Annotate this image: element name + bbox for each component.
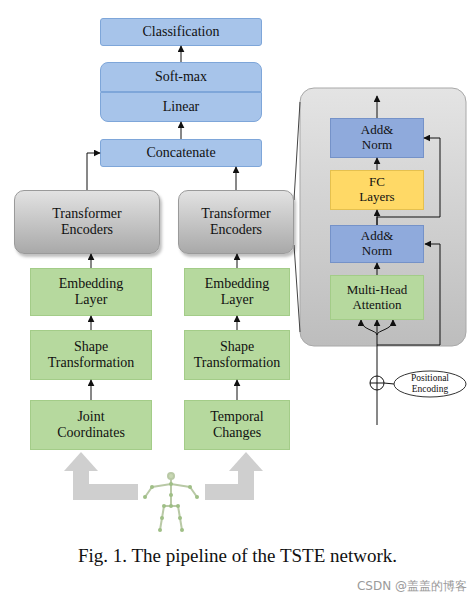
connector-arrow [181, 122, 182, 139]
output-arrow [377, 96, 378, 118]
node-text: Linear [163, 99, 200, 115]
connector-arrow [181, 46, 182, 62]
transform-box: Shape Transformation [30, 330, 152, 380]
node-text: Positional Encoding [398, 373, 462, 395]
connector-arrow [237, 380, 238, 400]
connector-arrow [237, 316, 238, 330]
fc-box: FC Layers [330, 170, 424, 210]
input-box: Joint Coordinates [30, 400, 152, 450]
input-line [377, 390, 378, 425]
input-arrow [64, 452, 98, 471]
node-text: Transformer Encoders [37, 206, 137, 238]
connector-arrow [377, 210, 378, 225]
input-box: Temporal Changes [184, 400, 290, 450]
node-text: Transformer Encoders [186, 206, 286, 238]
norm-box: Add& Norm [330, 225, 424, 263]
qkv-arrow [377, 320, 378, 345]
input-line [377, 345, 378, 376]
embedding-box: Embedding Layer [30, 268, 152, 316]
zoom-line [294, 102, 300, 332]
node-text: Shape Transformation [187, 339, 287, 371]
encoder-box: Transformer Encoders [178, 190, 294, 254]
layer-box: Concatenate [100, 139, 262, 167]
connector-arrow [87, 153, 100, 190]
encoding-line [384, 383, 394, 384]
connector-arrow [377, 158, 378, 170]
connector-arrow [91, 254, 92, 268]
qkv-arrow [377, 320, 393, 335]
encoder-box: Transformer Encoders [14, 190, 160, 254]
connector-arrow [377, 263, 378, 275]
node-text: Embedding Layer [51, 276, 131, 308]
layer-box: Linear [100, 92, 262, 122]
connector-arrow [236, 167, 237, 190]
encoding-ellipse: Positional Encoding [393, 370, 467, 398]
node-text: Add& Norm [352, 229, 402, 259]
input-arrow [229, 452, 263, 471]
node-text: Temporal Changes [197, 409, 277, 441]
node-text: Multi-Head Attention [335, 283, 419, 313]
node-text: Classification [143, 24, 220, 40]
qkv-arrow [361, 320, 377, 335]
input-arrow [205, 470, 246, 492]
output-box: Classification [100, 18, 262, 46]
add-symbol [370, 376, 384, 390]
add-symbol [370, 376, 384, 390]
attention-box: Multi-Head Attention [330, 275, 424, 320]
figure-caption: Fig. 1. The pipeline of the TSTE network… [0, 545, 475, 567]
connector-arrow [237, 254, 238, 268]
detail-panel [300, 88, 466, 346]
skeleton-figure [145, 473, 197, 530]
transform-box: Shape Transformation [184, 330, 290, 380]
skeleton-joint [143, 482, 199, 532]
node-text: Shape Transformation [41, 339, 141, 371]
norm-box: Add& Norm [330, 118, 424, 158]
connector-arrow [91, 380, 92, 400]
connector-arrow [91, 316, 92, 330]
watermark: CSDN @盖盖的博客 [357, 578, 467, 595]
node-text: Soft-max [155, 69, 207, 85]
input-arrow [81, 470, 138, 492]
node-text: FC Layers [352, 175, 402, 205]
embedding-box: Embedding Layer [184, 268, 290, 316]
node-text: Add& Norm [352, 123, 402, 153]
layer-box: Soft-max [100, 62, 262, 92]
ellipse-outline [394, 371, 466, 397]
node-text: Embedding Layer [197, 276, 277, 308]
node-text: Joint Coordinates [51, 409, 131, 441]
node-text: Concatenate [146, 145, 215, 161]
